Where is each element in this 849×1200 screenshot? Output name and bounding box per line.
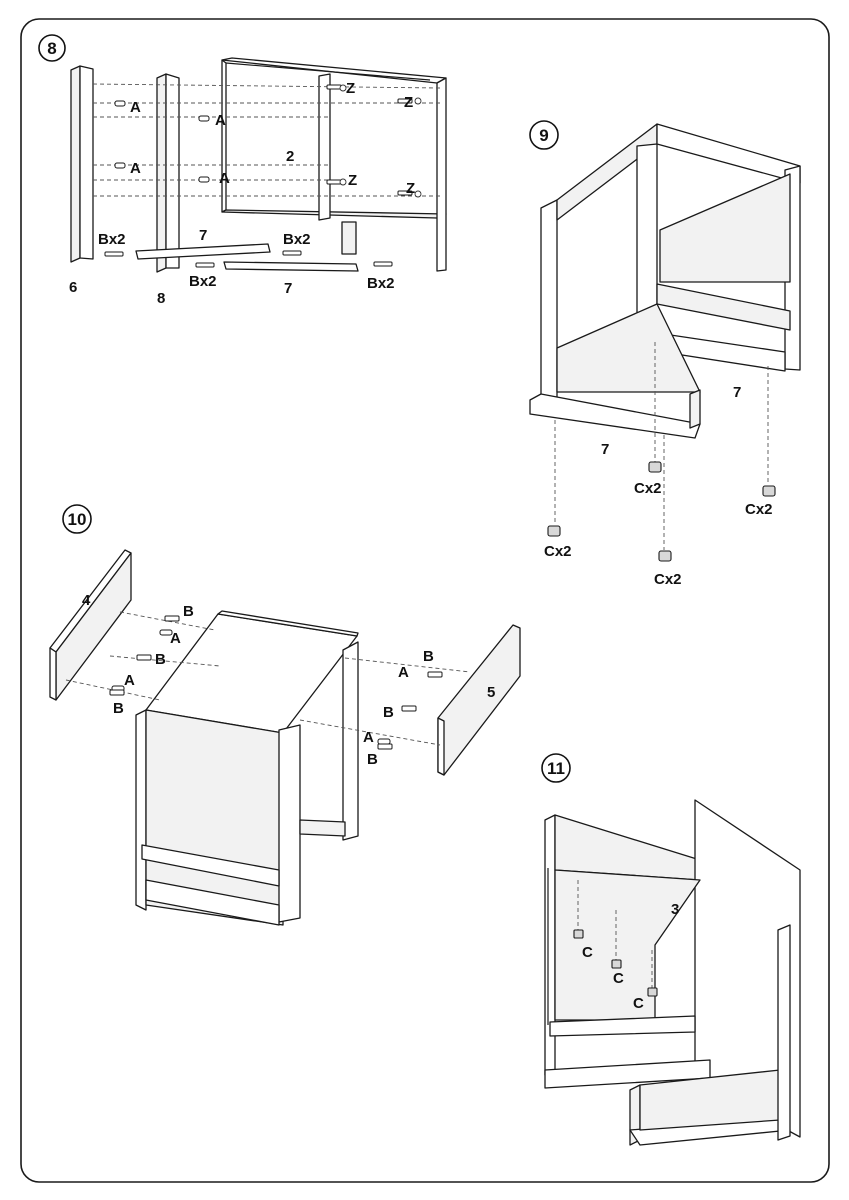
- step-11-badge: [541, 753, 571, 783]
- step-10-guide-lines: [65, 611, 471, 746]
- label-a-3: A: [130, 160, 141, 177]
- label-b-5: B: [383, 704, 394, 721]
- label-panel-6: 6: [69, 279, 77, 296]
- label-bx2-2: Bx2: [189, 273, 217, 290]
- label-a-4: A: [219, 170, 230, 187]
- label-panel-5: 5: [487, 684, 495, 701]
- step-9-number: 9: [539, 126, 548, 145]
- label-a-1: A: [170, 630, 181, 647]
- rail-7-front: [223, 261, 359, 272]
- label-panel-4: 4: [82, 592, 91, 609]
- label-c-1: C: [582, 944, 593, 961]
- label-rail-7-front: 7: [601, 441, 609, 458]
- label-b-4: B: [423, 648, 434, 665]
- label-z-1: Z: [346, 80, 355, 97]
- step-11-number: 11: [547, 759, 565, 778]
- step-10-fittings: [109, 615, 443, 750]
- label-bx2-3: Bx2: [283, 231, 311, 248]
- label-rail-7-right: 7: [733, 384, 741, 401]
- page-frame: [20, 18, 830, 1183]
- label-c-2: C: [613, 970, 624, 987]
- step-10-badge: [62, 504, 92, 534]
- label-panel-2: 2: [286, 148, 294, 165]
- step-10-number: 10: [68, 510, 87, 529]
- label-cx2-2: Cx2: [745, 501, 773, 518]
- panel-8: [156, 73, 180, 273]
- label-b-3: B: [113, 700, 124, 717]
- rail-7-back: [135, 243, 271, 260]
- label-a-3: A: [398, 664, 409, 681]
- step-11-guide-lines: [577, 880, 653, 990]
- panel-4: [49, 549, 132, 701]
- cabinet-with-back-panel: [544, 799, 801, 1146]
- step-8-b-fittings: [104, 250, 393, 268]
- step-9-badge: [529, 120, 559, 150]
- step-10: 10: [49, 504, 521, 926]
- label-cx2-1: Cx2: [634, 480, 662, 497]
- step-8-fittings: [114, 84, 422, 198]
- step-8-guide-lines: [92, 83, 441, 197]
- label-panel-8: 8: [157, 290, 165, 307]
- label-z-4: Z: [406, 180, 415, 197]
- label-rail-7-front: 7: [284, 280, 292, 297]
- label-b-2: B: [155, 651, 166, 668]
- label-bx2-1: Bx2: [98, 231, 126, 248]
- step-8-number: 8: [47, 39, 56, 58]
- cabinet-upside-down: [529, 123, 801, 439]
- panel-2-cabinet: [221, 57, 447, 272]
- step-9-feet: [547, 461, 776, 562]
- label-z-3: Z: [348, 172, 357, 189]
- label-a-2: A: [215, 112, 226, 129]
- label-c-3: C: [633, 995, 644, 1012]
- label-panel-3: 3: [671, 901, 679, 918]
- label-a-4: A: [363, 729, 374, 746]
- step-11-cam-locks: [573, 929, 658, 997]
- step-8: 8: [38, 34, 447, 307]
- label-rail-7-back: 7: [199, 227, 207, 244]
- label-cx2-4: Cx2: [654, 571, 682, 588]
- panel-5: [437, 624, 521, 776]
- label-a-2: A: [124, 672, 135, 689]
- cabinet-body: [135, 610, 359, 926]
- label-cx2-3: Cx2: [544, 543, 572, 560]
- label-a-1: A: [130, 99, 141, 116]
- step-11: 11 3 C C C: [541, 753, 801, 1146]
- label-z-2: Z: [404, 94, 413, 111]
- panel-6: [70, 65, 94, 263]
- label-b-6: B: [367, 751, 378, 768]
- step-9-guide-lines: [554, 342, 769, 550]
- label-bx2-4: Bx2: [367, 275, 395, 292]
- step-8-badge: [38, 34, 66, 62]
- label-b-1: B: [183, 603, 194, 620]
- step-9: 9 7 7 Cx2 Cx2: [529, 120, 801, 588]
